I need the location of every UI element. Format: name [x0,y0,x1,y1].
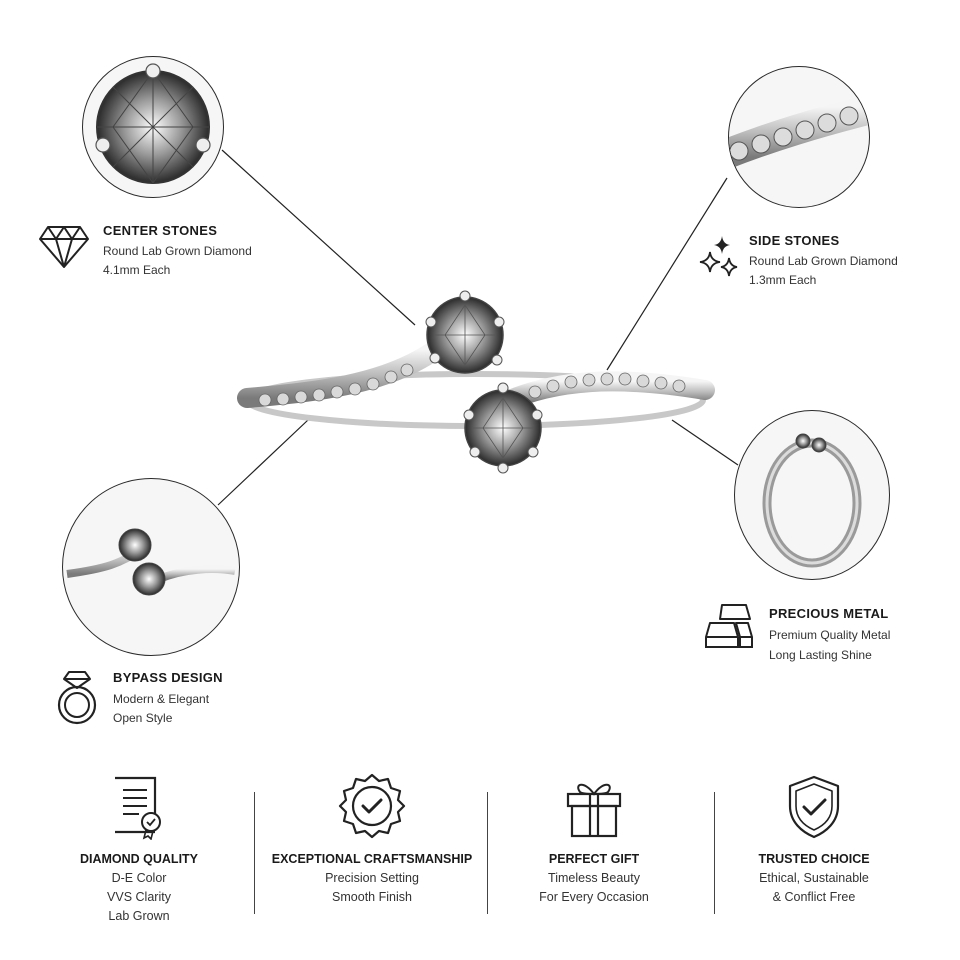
trusted-choice-column: TRUSTED CHOICE Ethical, Sustainable & Co… [699,770,929,904]
badge-check-icon [338,773,406,839]
center-stones-line2: 4.1mm Each [103,263,171,277]
diamond-quality-title: DIAMOND QUALITY [79,852,199,866]
bypass-design-title: BYPASS DESIGN [113,670,223,685]
craftsmanship-line: Precision Setting [325,871,419,885]
precious-metal-line1: Premium Quality Metal [769,628,891,642]
perfect-gift-title: PERFECT GIFT [548,852,640,866]
bypass-design-line1: Modern & Elegant [113,692,210,706]
gift-icon [566,783,622,838]
perfect-gift-column: PERFECT GIFT Timeless Beauty For Every O… [479,770,709,904]
trusted-choice-line: & Conflict Free [772,890,856,904]
center-stones-title: CENTER STONES [103,223,218,238]
trusted-choice-title: TRUSTED CHOICE [758,852,870,866]
bypass-design-line2: Open Style [113,711,173,725]
column-divider [254,792,255,914]
diamond-quality-line: Lab Grown [108,909,170,923]
center-stone-closeup [82,56,224,198]
column-divider [487,792,488,914]
trusted-choice-line: Ethical, Sustainable [759,871,869,885]
certificate-icon [115,776,161,840]
craftsmanship-line: Smooth Finish [332,890,412,904]
side-stones-title: SIDE STONES [749,233,840,248]
side-stones-line2: 1.3mm Each [749,273,817,287]
ring-profile-closeup [734,410,890,580]
precious-metal-title: PRECIOUS METAL [769,606,889,621]
diamond-quality-line: VVS Clarity [107,890,171,904]
sparkles-icon [699,236,738,277]
perfect-gift-line: Timeless Beauty [548,871,640,885]
metal-bars-icon [705,604,753,648]
bypass-design-closeup [62,478,240,656]
diamond-icon [39,226,89,268]
craftsmanship-column: EXCEPTIONAL CRAFTSMANSHIP Precision Sett… [257,770,487,904]
diamond-quality-line: D-E Color [111,871,167,885]
precious-metal-line2: Long Lasting Shine [769,648,872,662]
side-stones-closeup [728,66,870,208]
center-stones-line1: Round Lab Grown Diamond [103,244,252,258]
ring-icon [57,671,97,725]
shield-check-icon [788,775,840,839]
craftsmanship-title: EXCEPTIONAL CRAFTSMANSHIP [271,852,473,866]
diamond-quality-column: DIAMOND QUALITY D-E Color VVS Clarity La… [24,770,254,923]
main-ring-image [237,290,715,474]
column-divider [714,792,715,914]
side-stones-line1: Round Lab Grown Diamond [749,254,898,268]
perfect-gift-line: For Every Occasion [539,890,649,904]
